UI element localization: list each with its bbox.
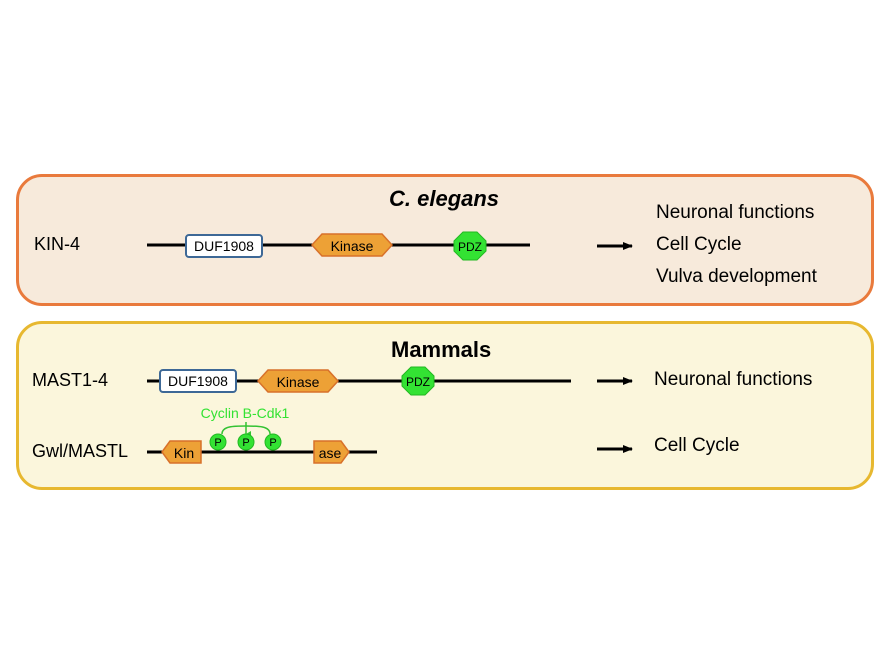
kin4-kinase-label: Kinase bbox=[331, 238, 374, 254]
function-mast-neuronal: Neuronal functions bbox=[654, 369, 813, 390]
function-cell-cycle: Cell Cycle bbox=[656, 234, 742, 255]
phospho-site-2: P bbox=[237, 433, 255, 451]
kin4-pdz-domain: PDZ bbox=[453, 231, 487, 261]
mast-kinase-domain: Kinase bbox=[256, 369, 340, 393]
mast-pdz-domain: PDZ bbox=[401, 366, 435, 396]
kin4-duf-label: DUF1908 bbox=[194, 238, 254, 254]
function-gwl-cell-cycle: Cell Cycle bbox=[654, 435, 740, 456]
kin4-kinase-domain: Kinase bbox=[310, 233, 394, 257]
mammals-panel bbox=[16, 321, 874, 490]
phospho-label-3: P bbox=[269, 437, 276, 449]
mast-duf-label: DUF1908 bbox=[168, 373, 228, 389]
gene-gwl: Gwl/MASTL bbox=[32, 441, 129, 461]
kin4-duf-domain: DUF1908 bbox=[185, 234, 263, 258]
function-neuronal: Neuronal functions bbox=[656, 202, 815, 223]
celegans-title: C. elegans bbox=[389, 186, 500, 211]
mast-pdz-label: PDZ bbox=[406, 375, 430, 389]
phospho-site-3: P bbox=[264, 433, 282, 451]
cyclin-b-cdk1-label: Cyclin B-Cdk1 bbox=[201, 405, 290, 421]
gwl-kin-label: Kin bbox=[174, 445, 194, 461]
mammals-title: Mammals bbox=[391, 337, 492, 362]
gwl-kinase-right: ase bbox=[313, 440, 350, 464]
kin4-pdz-label: PDZ bbox=[458, 240, 482, 254]
mast-duf-domain: DUF1908 bbox=[159, 369, 237, 393]
gwl-ase-label: ase bbox=[319, 445, 342, 461]
phospho-label-1: P bbox=[214, 437, 221, 449]
phospho-site-1: P bbox=[209, 433, 227, 451]
function-vulva: Vulva development bbox=[656, 266, 817, 287]
gene-mast: MAST1-4 bbox=[32, 370, 109, 390]
celegans-panel bbox=[16, 174, 874, 306]
gene-kin4: KIN-4 bbox=[34, 234, 81, 254]
gwl-kinase-left: Kin bbox=[161, 440, 202, 464]
phospho-label-2: P bbox=[242, 437, 249, 449]
mast-kinase-label: Kinase bbox=[277, 374, 320, 390]
